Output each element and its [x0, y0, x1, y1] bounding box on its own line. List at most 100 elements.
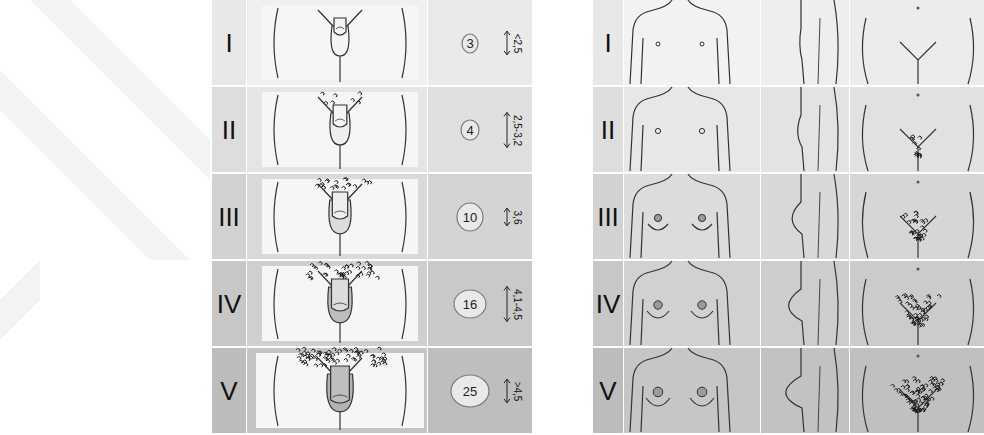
navel [917, 94, 920, 97]
hair-curl [905, 311, 909, 314]
hip-line [402, 95, 406, 165]
hair-curl [356, 266, 360, 269]
penis-outline [331, 366, 350, 403]
pubic-cell [850, 348, 984, 433]
hair-curl [924, 405, 928, 408]
hair-curl [930, 397, 934, 400]
oval-shape [457, 203, 483, 231]
arm-line [717, 212, 719, 258]
hair-curl [918, 313, 922, 316]
hip-line [862, 105, 868, 171]
hair-curl [372, 360, 376, 363]
hair-curl [357, 101, 361, 104]
areola [698, 214, 705, 221]
hair-curl [941, 379, 945, 382]
hair-curl [336, 359, 340, 362]
hair-curl [317, 353, 321, 356]
stage-numeral: IV [217, 289, 242, 320]
numeral-cell [593, 261, 623, 346]
profile-arm [818, 192, 820, 258]
torso-cell [624, 87, 760, 172]
stage-numeral: I [225, 28, 232, 59]
hair-curl [366, 274, 370, 277]
hair-curl [317, 353, 321, 356]
hip-line [402, 356, 406, 426]
glans-line [333, 303, 346, 305]
hair-curl [914, 237, 918, 240]
pubic-cell [850, 261, 984, 346]
hair-curl [907, 401, 911, 404]
numeral-cell [212, 87, 246, 172]
arm-line [641, 386, 643, 432]
volume-oval: 25 [450, 374, 490, 408]
areola [700, 42, 704, 46]
female-profile-figure [792, 174, 838, 258]
arm-line [641, 125, 643, 171]
hair-curl [916, 391, 920, 394]
female-pubic-figure [862, 268, 973, 346]
hair-curl [371, 271, 375, 274]
breast-line [691, 311, 713, 318]
hair-curl [377, 347, 381, 350]
hair-curl [897, 297, 901, 300]
hip-line [274, 269, 278, 339]
hair-curl [326, 179, 330, 182]
hair-curl [914, 211, 918, 214]
size-label: >4,5 [513, 381, 524, 401]
hair-curl [920, 226, 924, 229]
hair-curl [326, 265, 330, 268]
hip-line [862, 279, 868, 345]
seam-line [339, 56, 340, 82]
hair-curl [930, 383, 934, 386]
oval-shape [454, 290, 486, 318]
numeral-cell [212, 261, 246, 346]
groin-line [900, 129, 936, 171]
hair-curl [330, 186, 334, 189]
size-arrow [504, 286, 510, 321]
hair-curl [377, 362, 381, 365]
hair-curl [916, 380, 920, 383]
hair-curl [917, 409, 921, 412]
torso-outline [630, 174, 672, 258]
torso-cell [624, 0, 760, 85]
navel [917, 268, 920, 271]
hair-curl [322, 186, 326, 189]
hair-curl [357, 353, 361, 356]
groin-line [347, 271, 362, 287]
groin-line [318, 10, 333, 26]
groin-line [900, 216, 936, 258]
hair-curl [349, 349, 353, 352]
hair-curl [914, 313, 918, 316]
torso-cell [624, 261, 760, 346]
hair-curl [910, 391, 914, 394]
breast-line [646, 398, 670, 406]
hair-curl [325, 354, 329, 357]
profile-cell [761, 348, 849, 433]
hair-curl [917, 409, 921, 412]
glans-line [333, 395, 348, 397]
female-profile-figure [798, 87, 838, 171]
male-stage-figure [274, 261, 406, 343]
hair-curl [376, 276, 380, 279]
volume-cell [428, 174, 532, 259]
arm-line [717, 125, 719, 171]
navel [917, 355, 920, 358]
profile-back [834, 87, 838, 171]
hair-curl [907, 316, 911, 319]
hair-curl [325, 353, 329, 356]
hair-curl [920, 389, 924, 392]
female-torso-figure [630, 87, 730, 171]
hair-curl [340, 276, 344, 279]
hair-curl [911, 219, 915, 222]
hair-curl [914, 237, 918, 240]
hair-curl [910, 232, 914, 235]
hair-curl [323, 364, 327, 367]
hair-curl [382, 353, 386, 356]
hair-curl [906, 388, 910, 391]
areola [699, 128, 704, 133]
hair-curl [344, 358, 348, 361]
hip-line [274, 95, 278, 165]
hair-curl [335, 352, 339, 355]
torso-outline [688, 174, 730, 258]
hair-curl [918, 153, 922, 156]
